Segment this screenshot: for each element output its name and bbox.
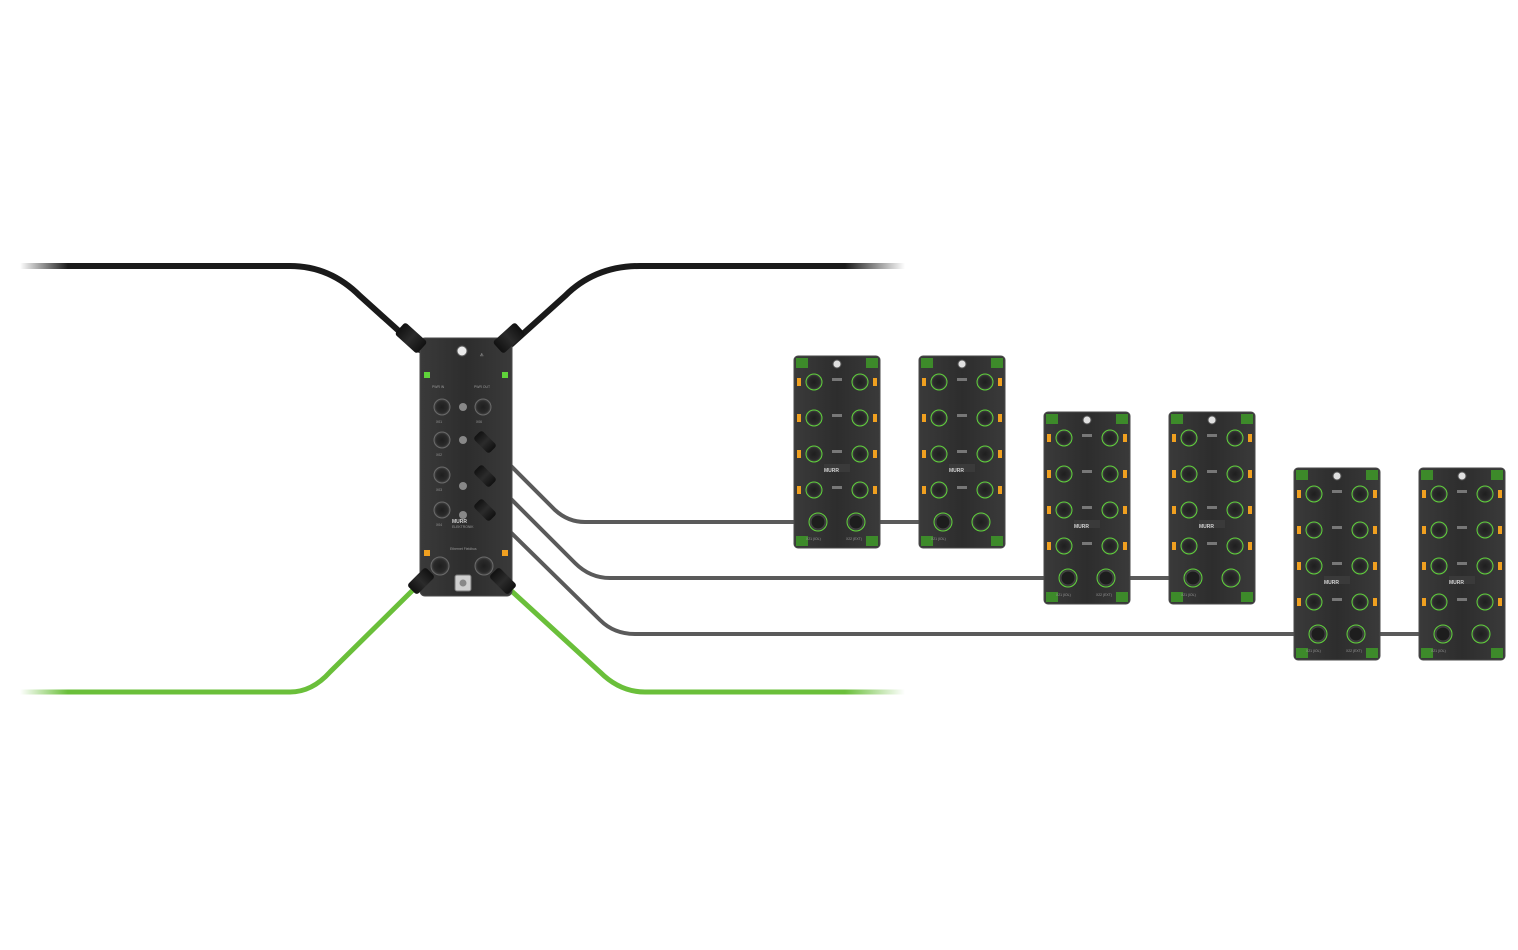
io-module-4[interactable] [1168, 411, 1256, 605]
port-label: X04 [436, 523, 442, 527]
brand-logo: MURR [1324, 580, 1339, 586]
led-status [424, 372, 430, 378]
port-label-in: X21 (IOL) [1181, 593, 1196, 597]
ethernet-port-icon[interactable] [430, 556, 450, 576]
screw-icon [459, 579, 467, 587]
brand-logo: MURR [1199, 524, 1214, 530]
ethernet-cable-in [17, 582, 421, 695]
port-icon[interactable] [433, 501, 451, 519]
plug-icon[interactable] [1348, 626, 1364, 642]
port-label-in: X21 (IOL) [1431, 649, 1446, 653]
power-cable-in [17, 263, 423, 353]
rotary-switch-icon[interactable] [459, 436, 467, 444]
pwr-in-label: PWR IN [432, 385, 445, 389]
plug-icon[interactable] [1435, 626, 1451, 642]
port-label-in: X21 (IOL) [806, 537, 821, 541]
rotary-switch-icon[interactable] [459, 511, 467, 519]
pwr-out-label: PWR OUT [474, 385, 490, 389]
io-link-plug[interactable] [473, 464, 497, 488]
brand-logo: MURR [452, 519, 467, 525]
ethernet-hub-module[interactable]: ⚠ PWR IN PWR OUT X01 X02 X03 X04 X06 [394, 322, 525, 597]
plug-icon[interactable] [810, 514, 826, 530]
power-plug-left[interactable] [394, 322, 427, 354]
plug-icon[interactable] [935, 514, 951, 530]
module-plugs [810, 514, 1451, 642]
led-orange [424, 550, 430, 556]
ethernet-cables [17, 582, 908, 695]
ethernet-plug[interactable] [489, 567, 517, 595]
io-module-5[interactable] [1293, 467, 1381, 661]
io-link-cable-1 [488, 443, 814, 524]
brand-logo: MURR [949, 468, 964, 474]
io-module-2[interactable] [918, 355, 1006, 549]
port-label-out: X22 (EXT) [846, 537, 862, 541]
ethernet-port-icon[interactable] [474, 556, 494, 576]
io-module-1[interactable] [793, 355, 881, 549]
port-label-in: X21 (IOL) [1306, 649, 1321, 653]
io-modules [793, 355, 1506, 661]
port-label: X03 [436, 488, 442, 492]
port-icon[interactable] [433, 398, 451, 416]
port-label-out: X22 (EXT) [1096, 593, 1112, 597]
warning-icon: ⚠ [480, 352, 484, 357]
brand-sub: ELEKTRONIK [452, 525, 474, 529]
led-status [502, 372, 508, 378]
port-icon[interactable] [474, 398, 492, 416]
port-label: X06 [476, 420, 482, 424]
io-link-cable-3 [488, 510, 1314, 636]
io-link-cable-2 [488, 476, 1064, 580]
port-label: X02 [436, 453, 442, 457]
hub-ports [433, 398, 492, 519]
rotary-switch-icon[interactable] [459, 403, 467, 411]
fieldbus-label: Ethernet Fieldbus [450, 547, 477, 551]
led-orange [502, 550, 508, 556]
power-cables [17, 263, 908, 353]
port-label-in: X21 (IOL) [931, 537, 946, 541]
plug-icon[interactable] [848, 514, 864, 530]
io-module-6[interactable] [1418, 467, 1506, 661]
io-link-plug[interactable] [473, 498, 497, 522]
power-cable-out [502, 263, 908, 353]
rotary-switch-icon[interactable] [459, 482, 467, 490]
ethernet-plug[interactable] [407, 567, 435, 595]
io-module-3[interactable] [1043, 411, 1131, 605]
power-plug-right[interactable] [492, 322, 525, 354]
io-module-labels: MURR MURR MURR MURR MURR MURR X21 (IOL) … [806, 468, 1464, 653]
port-label-out: X22 (EXT) [1346, 649, 1362, 653]
io-link-plug[interactable] [473, 430, 497, 454]
mount-hole-icon [456, 345, 468, 357]
port-label: X01 [436, 420, 442, 424]
port-label-in: X21 (IOL) [1056, 593, 1071, 597]
ethernet-cable-out [502, 582, 908, 695]
brand-logo: MURR [1449, 580, 1464, 586]
plug-icon[interactable] [1310, 626, 1326, 642]
plug-icon[interactable] [1185, 570, 1201, 586]
port-icon[interactable] [433, 431, 451, 449]
brand-logo: MURR [824, 468, 839, 474]
brand-logo: MURR [1074, 524, 1089, 530]
port-icon[interactable] [433, 466, 451, 484]
plug-icon[interactable] [1098, 570, 1114, 586]
plug-icon[interactable] [1060, 570, 1076, 586]
